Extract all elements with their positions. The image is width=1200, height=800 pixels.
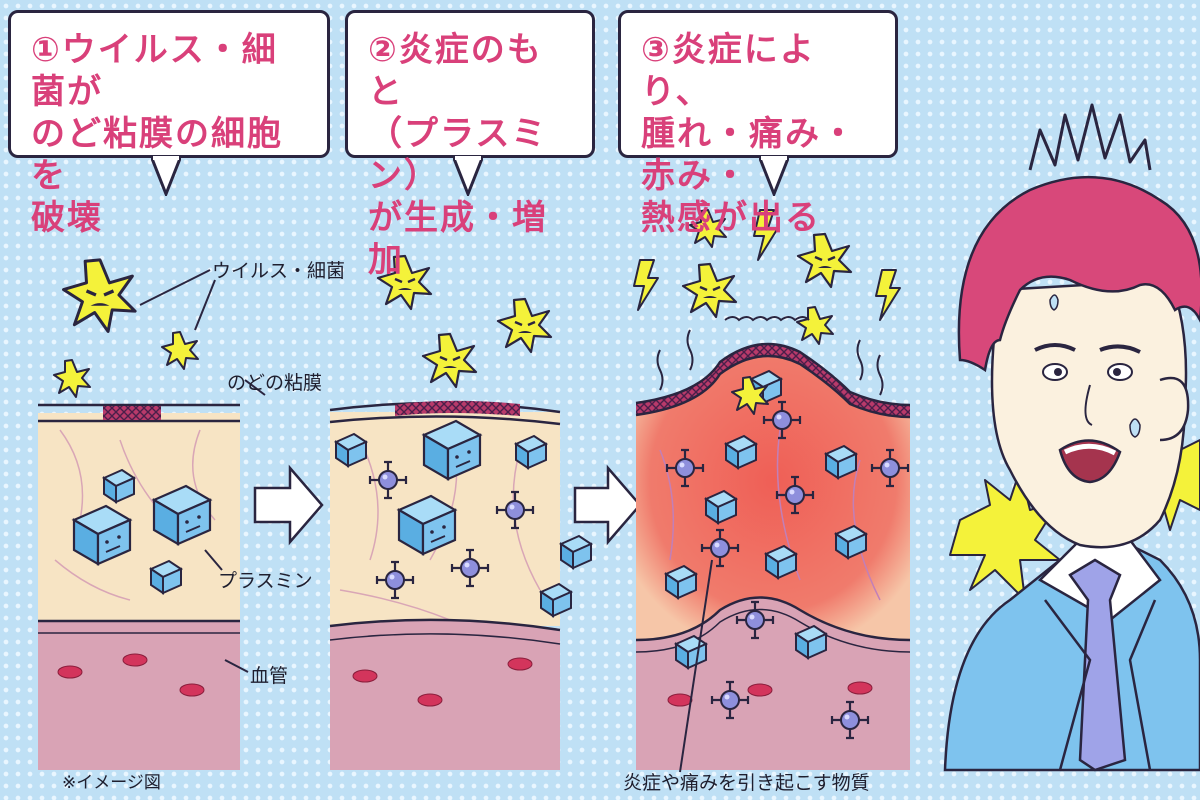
bubble-3-text: ③炎症により、 腫れ・痛み・赤み・ 熱感が出る bbox=[641, 30, 857, 238]
label-blood-vessel: 血管 bbox=[250, 665, 289, 687]
bubble-step-3: ③炎症により、 腫れ・痛み・赤み・ 熱感が出る bbox=[618, 10, 898, 238]
panel-2-tissue bbox=[329, 400, 592, 770]
panel-1-tissue bbox=[38, 403, 240, 770]
bubble-tail bbox=[759, 156, 789, 196]
panel-3-tissue bbox=[635, 342, 911, 770]
bacteria-star-2 bbox=[53, 359, 91, 398]
label-plasmin: プラスミン bbox=[218, 570, 313, 592]
image-note: ※イメージ図 bbox=[62, 773, 161, 793]
arrow-2 bbox=[573, 464, 642, 546]
arrow-1 bbox=[253, 464, 324, 546]
bubble-tail bbox=[151, 156, 181, 196]
virus-face-4 bbox=[496, 297, 553, 354]
label-virus-bacteria: ウイルス・細菌 bbox=[212, 260, 346, 282]
bacteria-star-1 bbox=[161, 331, 199, 370]
virus-leader-line bbox=[139, 269, 211, 306]
bubble-step-1: ①ウイルス・細菌が のど粘膜の細胞を 破壊 bbox=[8, 10, 330, 238]
label-inflammatory-substance: 炎症や痛みを引き起こす物質 bbox=[623, 772, 870, 794]
substance-leader-line bbox=[679, 559, 713, 773]
virus-face-3 bbox=[421, 332, 478, 389]
bubble-1-text: ①ウイルス・細菌が のど粘膜の細胞を 破壊 bbox=[31, 30, 283, 238]
bubble-step-2: ②炎症のもと （プラスミン） が生成・増加 bbox=[345, 10, 595, 280]
pain-effects bbox=[633, 209, 901, 415]
bubble-2-text: ②炎症のもと （プラスミン） が生成・増加 bbox=[368, 30, 548, 280]
bubble-tail bbox=[453, 156, 483, 196]
label-throat-mucosa: のどの粘膜 bbox=[227, 372, 323, 394]
man-character bbox=[943, 103, 1200, 772]
